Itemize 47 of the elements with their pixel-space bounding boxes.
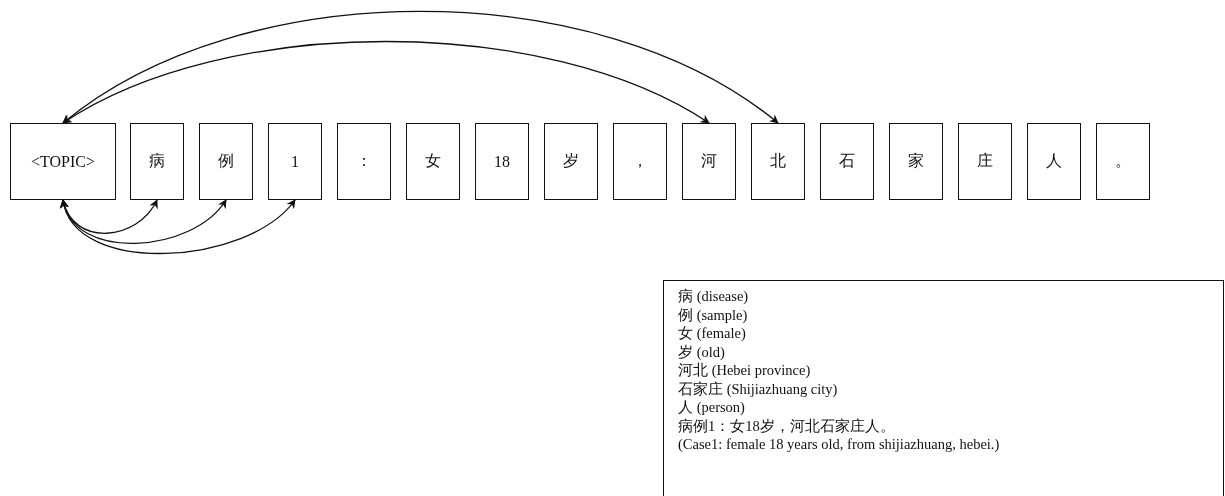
token-text: 河 <box>701 151 717 171</box>
token-box <box>268 123 322 200</box>
token-text: 人 <box>1046 151 1062 171</box>
token-text: 1 <box>291 152 299 171</box>
token-text: 18 <box>494 152 510 171</box>
token-text: 女 <box>425 151 441 171</box>
token-box <box>820 123 874 200</box>
token-text: ： <box>356 151 372 171</box>
token-box <box>1096 123 1150 200</box>
note-line: (Case1: female 18 years old, from shijiazhuang, hebei.) <box>678 435 1000 454</box>
token-text: 岁 <box>563 151 579 171</box>
note-box <box>663 280 1224 496</box>
token-box <box>751 123 805 200</box>
note-line: 石家庄 (Shijiazhuang city) <box>678 379 838 398</box>
token-text: 病 <box>149 151 165 171</box>
token-box <box>475 123 529 200</box>
token-text: 例 <box>218 151 234 171</box>
token-box <box>613 123 667 200</box>
note-line: 女 (female) <box>678 324 746 343</box>
token-text: ， <box>632 151 648 171</box>
token-box <box>406 123 460 200</box>
token-text: <TOPIC> <box>31 152 95 171</box>
token-text: 石 <box>839 151 855 171</box>
note-line: 岁 (old) <box>678 342 725 361</box>
token-box <box>682 123 736 200</box>
token-box <box>958 123 1012 200</box>
note-line: 例 (sample) <box>678 305 748 324</box>
curved-arrow <box>61 199 158 234</box>
curved-arrow <box>62 40 710 124</box>
token-box <box>889 123 943 200</box>
note-line: 河北 (Hebei province) <box>678 361 811 380</box>
curved-arrow <box>62 10 779 124</box>
token-box <box>10 123 116 200</box>
curved-arrow <box>61 199 227 244</box>
token-text: 家 <box>908 151 924 171</box>
curved-arrow <box>61 199 296 255</box>
note-line: 病 (disease) <box>678 287 749 306</box>
token-box <box>337 123 391 200</box>
token-box <box>199 123 253 200</box>
note-line: 人 (person) <box>678 398 745 417</box>
token-text: 北 <box>770 151 786 171</box>
token-text: 庄 <box>977 151 993 171</box>
note-line: 病例1：女18岁，河北石家庄人。 <box>678 416 895 435</box>
token-box <box>1027 123 1081 200</box>
token-box <box>130 123 184 200</box>
token-box <box>544 123 598 200</box>
token-text: 。 <box>1115 151 1131 171</box>
